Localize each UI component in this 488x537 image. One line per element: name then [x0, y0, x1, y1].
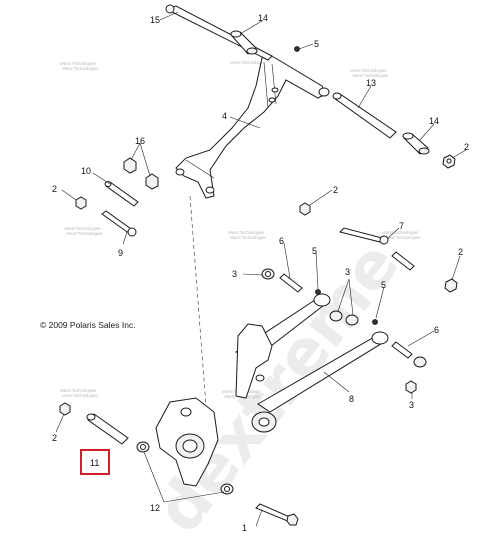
svg-text:vNext Technologies: vNext Technologies [60, 388, 96, 393]
callout-6-left: 6 [279, 236, 284, 246]
svg-text:vNext Technologies: vNext Technologies [62, 66, 98, 71]
svg-text:vNext Technologies: vNext Technologies [60, 61, 96, 66]
bushing-14-right [402, 132, 430, 155]
pin-11 [86, 413, 129, 445]
nut-2-left [75, 196, 87, 210]
leader-lines [55, 11, 467, 527]
nut-2-middle [299, 202, 311, 216]
svg-text:vNext Technologies: vNext Technologies [230, 60, 266, 65]
svg-text:vNext Technologies: vNext Technologies [230, 235, 266, 240]
svg-text:dextreme: dextreme [142, 229, 413, 537]
pin-right [391, 251, 415, 271]
bolt-7 [339, 227, 389, 245]
sleeve-6-right [391, 341, 413, 359]
bushing-14-upper [230, 30, 258, 55]
callout-5-top: 5 [314, 39, 319, 49]
nut-2-lower-left [59, 402, 71, 416]
callout-9: 9 [118, 248, 123, 258]
callout-3-left: 3 [232, 269, 237, 279]
svg-text:vNext Technologies: vNext Technologies [350, 68, 386, 73]
bushings-12 [136, 441, 234, 495]
screw-5-right [372, 319, 378, 325]
callout-2-lower-left: 2 [52, 433, 57, 443]
svg-text:vNext Technologies: vNext Technologies [228, 230, 264, 235]
callout-3-mid: 3 [345, 267, 350, 277]
watermark: dextreme [142, 229, 413, 537]
lower-control-arm [234, 293, 389, 433]
callout-12: 12 [150, 503, 160, 513]
svg-text:vNext Technologies: vNext Technologies [382, 230, 418, 235]
shaft-13 [332, 92, 397, 139]
callout-16: 16 [135, 136, 145, 146]
sleeve-6-left [279, 273, 303, 293]
assembly-line [189, 195, 207, 407]
callout-5-right: 5 [381, 280, 386, 290]
nut-2-right [444, 278, 458, 293]
callout-4: 4 [222, 111, 227, 121]
nuts-16 [123, 157, 159, 190]
callout-1: 1 [242, 523, 247, 533]
callout-2-top-right: 2 [464, 142, 469, 152]
callout-6-right: 6 [434, 325, 439, 335]
callout-11: 11 [90, 458, 99, 468]
svg-text:vNext Technologies: vNext Technologies [62, 393, 98, 398]
bolt-9 [101, 210, 137, 237]
nut-2-top-right [442, 154, 456, 169]
bushing-3-left [261, 268, 275, 280]
callout-7: 7 [399, 221, 404, 231]
callout-8: 8 [349, 394, 354, 404]
copyright-text: © 2009 Polaris Sales Inc. [40, 320, 136, 330]
callout-numbers: 15 14 5 13 4 14 2 16 10 2 2 7 9 2 6 5 3 … [52, 13, 469, 533]
nut-2-lower-right [405, 380, 417, 394]
svg-text:vNext Technologies: vNext Technologies [384, 235, 420, 240]
callout-10: 10 [81, 166, 91, 176]
svg-text:vNext Technologies: vNext Technologies [352, 73, 388, 78]
svg-text:vNext Technologies: vNext Technologies [66, 231, 102, 236]
callout-2-middle: 2 [333, 185, 338, 195]
sleeve-10 [104, 181, 139, 207]
callout-11-highlight [80, 449, 110, 475]
bolt-1 [255, 503, 299, 526]
callout-13: 13 [366, 78, 376, 88]
callout-3-right: 3 [409, 400, 414, 410]
upper-control-arm [175, 54, 330, 199]
bushing-3-right [413, 356, 427, 368]
callout-14-right: 14 [429, 116, 439, 126]
callout-14-upper: 14 [258, 13, 268, 23]
screw-5-top [294, 46, 300, 52]
bushings-3-mid [329, 310, 359, 326]
svg-text:vNext Technologies: vNext Technologies [64, 226, 100, 231]
callout-2-left: 2 [52, 184, 57, 194]
callout-15: 15 [150, 15, 160, 25]
bearing-carrier [155, 397, 219, 487]
callout-5-mid: 5 [312, 246, 317, 256]
callout-2-right: 2 [458, 247, 463, 257]
